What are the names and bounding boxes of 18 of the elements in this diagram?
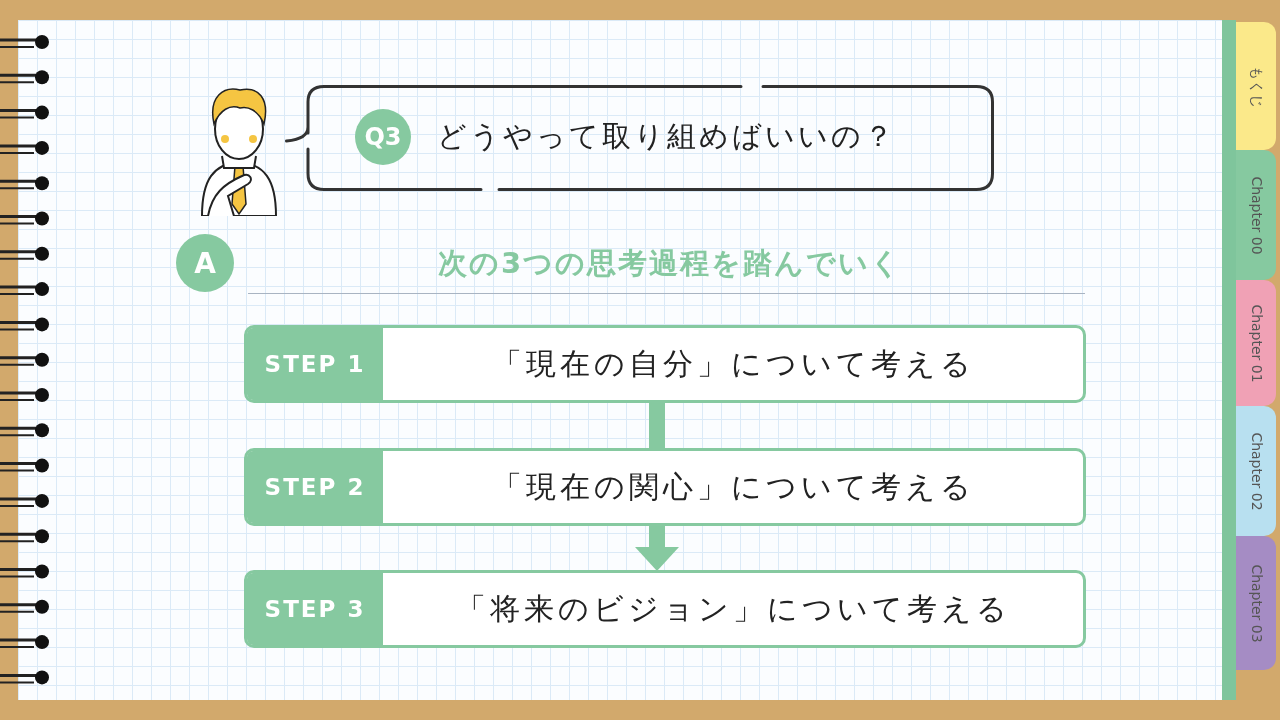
step-label: STEP 3 bbox=[247, 573, 383, 645]
step-text: 「現在の自分」について考える bbox=[490, 344, 976, 383]
index-tab: Chapter 03 bbox=[1236, 536, 1276, 670]
step-box bbox=[244, 570, 1086, 648]
answer-heading: 次の3つの思考過程を踏んでいく bbox=[436, 245, 904, 282]
step-text: 「現在の関心」について考える bbox=[490, 467, 976, 506]
speech-bubble bbox=[285, 85, 994, 191]
index-tab: Chapter 01 bbox=[1236, 280, 1276, 406]
index-tab: Chapter 02 bbox=[1236, 406, 1276, 536]
step-label: STEP 1 bbox=[247, 328, 383, 400]
step-label: STEP 2 bbox=[247, 451, 383, 523]
index-tab: Chapter 00 bbox=[1236, 150, 1276, 280]
step-text: 「将来のビジョン」について考える bbox=[454, 589, 1012, 628]
step-box bbox=[244, 325, 1086, 403]
question-text: どうやって取り組めばいいの？ bbox=[437, 118, 896, 155]
index-tab: もくじ bbox=[1236, 22, 1276, 150]
flow-arrow bbox=[635, 526, 679, 571]
step-box bbox=[244, 448, 1086, 526]
